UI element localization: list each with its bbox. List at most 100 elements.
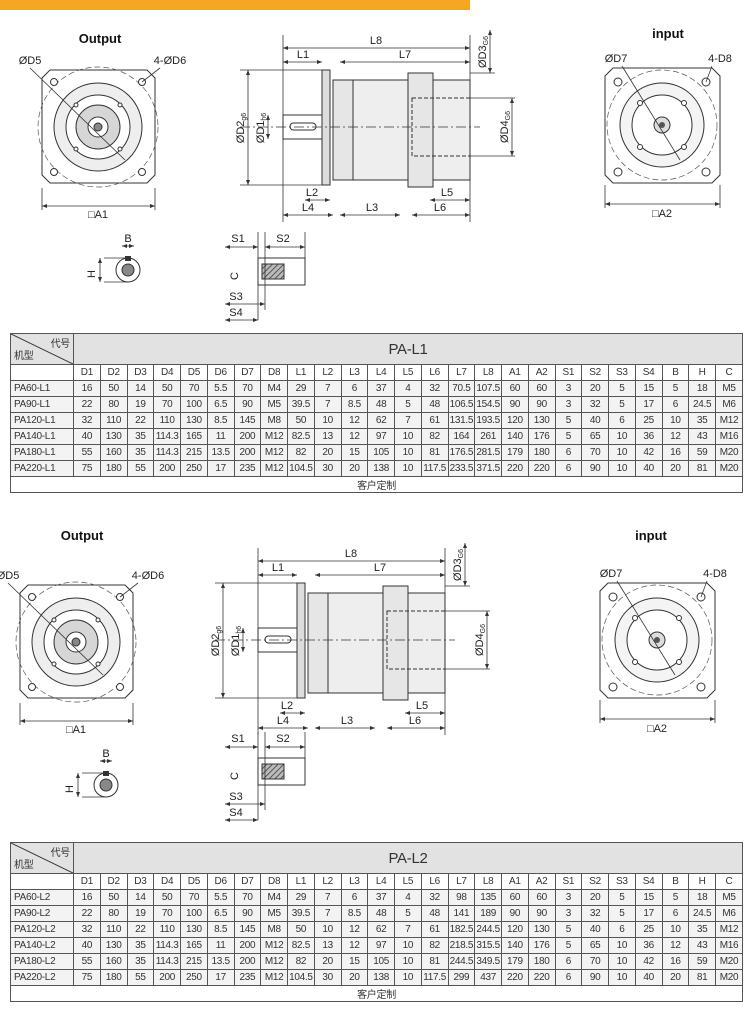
d8-leader [705,65,713,83]
label-l5-text: L5 [441,187,453,199]
column-header: L5 [394,364,422,381]
mounting-hole-icon [28,683,36,691]
column-header: A1 [501,873,529,890]
value-cell: 20 [313,953,342,970]
value-cell: 220 [501,969,529,986]
column-header: L3 [340,364,369,381]
label-d4-symbol: ØD4 [499,120,511,143]
label-l3-text: L3 [366,202,378,214]
label-d1-tolerance: h6 [236,626,243,634]
value-cell: 244.5 [447,953,476,970]
value-cell: 37 [367,380,395,397]
label-l8: L8 [345,548,357,560]
value-cell: 55 [126,969,155,986]
label-h-text: H [64,785,76,793]
output-title: Output [79,31,122,46]
label-h: H [86,270,98,278]
value-cell: M12 [260,460,288,477]
value-cell: 5 [661,380,690,397]
value-cell: 244.5 [474,921,502,938]
value-cell: 215 [180,953,208,970]
value-cell: 18 [688,889,716,906]
mounting-hole-icon [701,167,711,177]
gear-housing-2 [327,592,384,694]
value-cell: 18 [688,380,716,397]
value-cell: 12 [340,428,369,445]
value-cell: 5 [608,396,636,413]
value-cell: 131.5 [447,412,476,429]
footer-row: 客户定制 [10,985,743,1002]
value-cell: 60 [501,889,529,906]
value-cell: 164 [447,428,476,445]
label-l7: L7 [374,562,386,574]
label-l2-text: L2 [281,700,293,712]
value-cell: 70 [233,889,262,906]
column-header: D7 [233,873,262,890]
column-header: C [715,873,743,890]
label-s4: S4 [229,307,242,319]
column-header: L5 [394,873,422,890]
key-section-hatch [261,763,285,780]
column-header: L2 [313,873,342,890]
input-housing [432,79,471,181]
label-d2: ØD2g6 [210,626,223,657]
value-cell: 220 [527,460,556,477]
column-header: A2 [527,364,556,381]
label-l5: L5 [441,187,453,199]
tapped-hole-icon [676,615,682,621]
keyway-icon [103,771,109,776]
label-d4-tolerance: G6 [505,111,512,120]
d5-leader [7,582,104,676]
tapped-hole-icon [95,617,101,623]
value-cell: 349.5 [474,953,502,970]
value-cell: 7 [394,412,422,429]
value-cell: 182.5 [447,921,476,938]
label-l7-text: L7 [399,49,411,61]
value-cell: 6 [554,969,583,986]
value-cell: 6.5 [206,905,235,922]
column-header: L1 [287,364,315,381]
value-cell: 145 [233,412,262,429]
value-cell: 90 [581,969,609,986]
label-s4-text: S4 [229,307,242,319]
value-cell: 20 [313,444,342,461]
label-d6: 4-ØD6 [154,55,186,67]
value-cell: M5 [260,905,288,922]
value-cell: 154.5 [474,396,502,413]
value-cell: 179 [501,953,529,970]
value-cell: 50 [287,412,315,429]
value-cell: 32 [581,905,609,922]
tapped-hole-icon [632,659,638,665]
value-cell: 82 [420,428,449,445]
value-cell: 135 [474,889,502,906]
model-cell: PA120-L2 [10,921,74,938]
dim-l2-arrows [280,711,305,715]
value-cell: M12 [260,937,288,954]
value-cell: 43 [688,428,716,445]
column-header: L7 [447,364,476,381]
label-b-text: B [124,233,131,245]
value-cell: 7 [313,396,342,413]
d8-leader [700,580,708,598]
value-cell: 180 [99,969,128,986]
value-cell: 70.5 [447,380,476,397]
value-cell: 130 [99,937,128,954]
value-cell: 261 [474,428,502,445]
value-cell: 20 [581,380,609,397]
value-cell: 43 [688,937,716,954]
value-cell: M12 [260,428,288,445]
value-cell: M5 [715,380,743,397]
value-cell: 48 [367,396,395,413]
label-d3: ØD3G6 [477,36,490,68]
value-cell: M20 [715,953,743,970]
value-cell: 32 [581,396,609,413]
value-cell: 80 [99,396,128,413]
value-cell: 35 [126,444,155,461]
label-l8-text: L8 [345,548,357,560]
label-d8-text: 4-D8 [708,53,732,65]
